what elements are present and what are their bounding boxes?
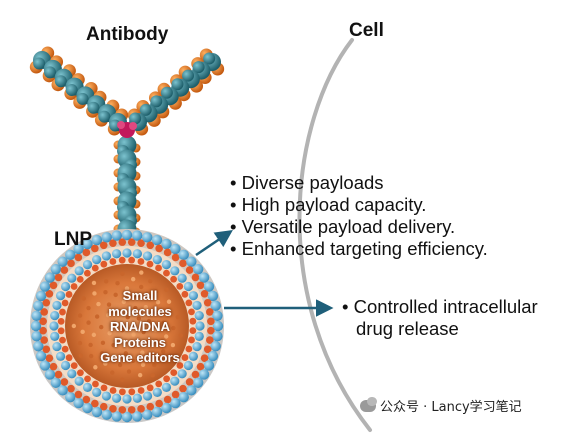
bullet-item: • Controlled intracellular — [342, 296, 538, 317]
lnp-label: LNP — [54, 229, 92, 250]
antibody-icon — [29, 46, 225, 241]
bullet-item-continuation: drug release — [356, 318, 459, 339]
advantages-list: • Diverse payloads • High payload capaci… — [230, 172, 488, 260]
bullet-item: • High payload capacity. — [230, 194, 427, 215]
payload-line: Gene editors — [100, 350, 180, 365]
bullet-item: • Enhanced targeting efficiency. — [230, 238, 488, 259]
release-list: • Controlled intracellular drug release — [342, 296, 538, 340]
payload-line: RNA/DNA — [110, 319, 170, 334]
payload-line: Proteins — [113, 334, 166, 350]
antibody-label: Antibody — [86, 24, 169, 45]
watermark: 公众号 · Lancy学习笔记 — [360, 396, 522, 415]
lnp-particle-icon — [30, 229, 224, 423]
cell-membrane — [297, 38, 372, 432]
bullet-item: • Versatile payload delivery. — [230, 216, 456, 237]
payload-line: Small — [122, 288, 158, 303]
bullet-item: • Diverse payloads — [230, 172, 384, 193]
payload-list: Small molecules RNA/DNA Proteins Gene ed… — [80, 288, 200, 366]
cell-label: Cell — [349, 20, 384, 41]
arrow-to-bullets — [195, 230, 233, 257]
wechat-icon — [360, 397, 377, 412]
payload-line: molecules — [108, 303, 172, 319]
